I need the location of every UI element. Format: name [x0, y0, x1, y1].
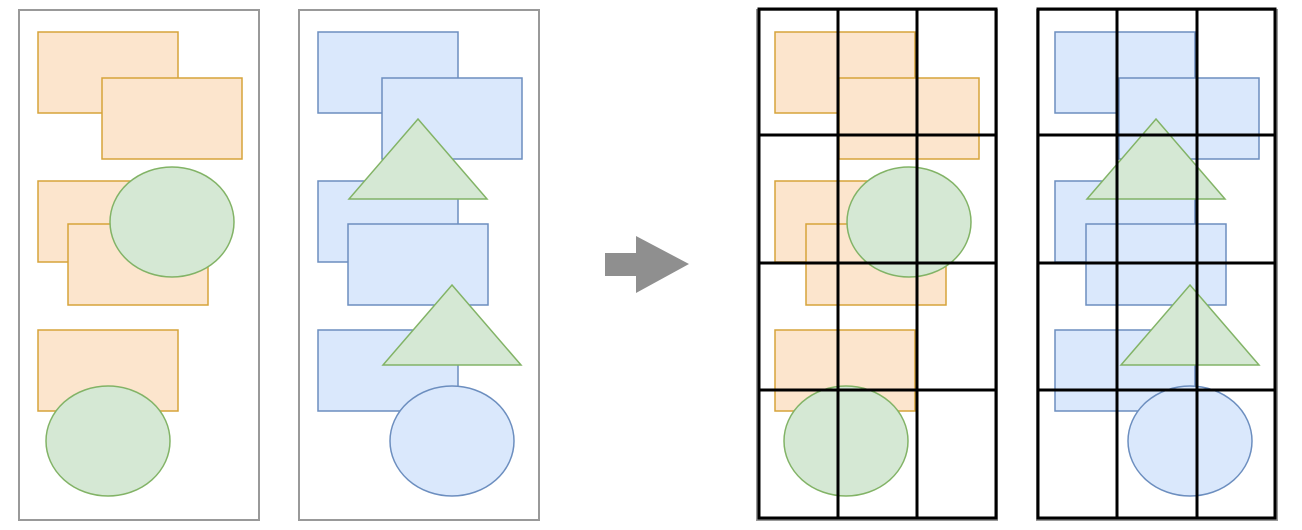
green-ellipse	[783, 385, 909, 497]
grid-overlay	[1036, 7, 1277, 520]
green-ellipse	[846, 166, 972, 278]
right-arrow-icon	[605, 236, 689, 293]
orange-rectangle	[838, 77, 980, 160]
grid-overlay	[757, 7, 998, 520]
green-triangle	[381, 283, 523, 366]
green-triangle	[1119, 283, 1261, 366]
blue-ellipse	[389, 385, 515, 497]
input-panel-blue	[298, 9, 540, 521]
output-panel-orange	[756, 7, 998, 521]
green-triangle	[347, 117, 489, 200]
green-ellipse	[109, 166, 235, 278]
green-ellipse	[45, 385, 171, 497]
green-triangle	[1085, 117, 1227, 200]
blue-rectangle	[347, 223, 489, 306]
input-panel-orange	[18, 9, 260, 521]
blue-ellipse	[1127, 385, 1253, 497]
orange-rectangle	[101, 77, 243, 160]
output-panel-blue	[1036, 7, 1278, 521]
